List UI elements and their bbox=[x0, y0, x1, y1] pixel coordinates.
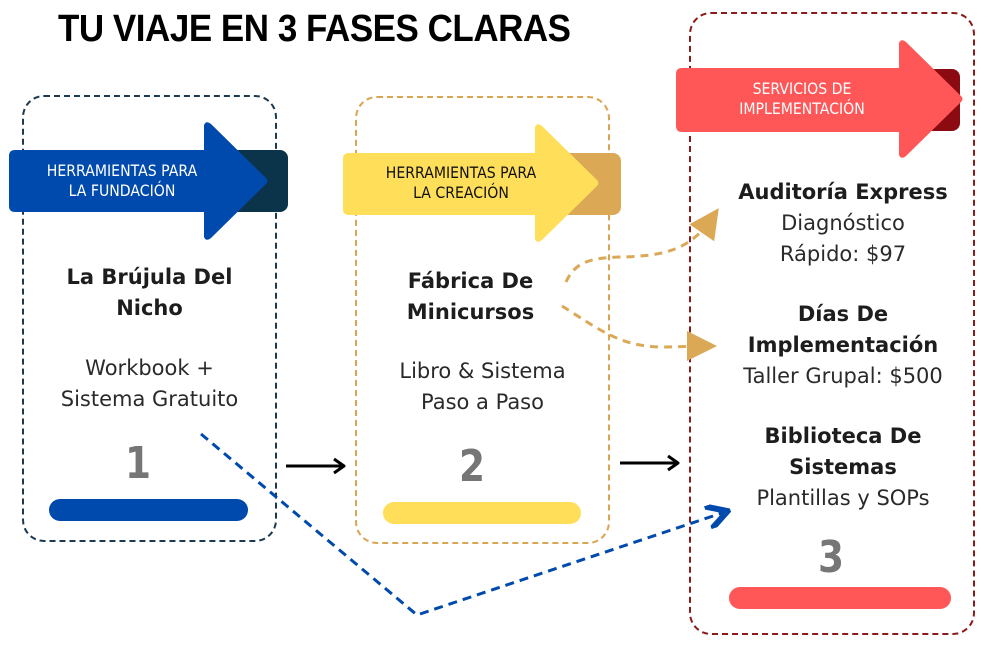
service-biblioteca-de-sistemas: Biblioteca De Sistemas Plantillas y SOPs bbox=[703, 421, 983, 514]
service-name-line-1: Días De bbox=[797, 302, 889, 326]
service-description: Taller Grupal: $500 bbox=[743, 364, 943, 388]
banner-line-2: IMPLEMENTACIÓN bbox=[739, 99, 865, 118]
flow-arrow-1-to-2 bbox=[286, 457, 346, 475]
service-description-line-2: Rápido: $97 bbox=[779, 242, 907, 266]
phase-3-color-bar bbox=[729, 587, 951, 609]
service-name-line-2: Sistemas bbox=[789, 455, 897, 479]
service-auditoria-express: Auditoría Express Diagnóstico Rápido: $9… bbox=[703, 177, 983, 270]
phase-2-banner: HERRAMIENTAS PARA LA CREACIÓN bbox=[343, 122, 623, 244]
banner-line-1: HERRAMIENTAS PARA bbox=[46, 161, 198, 180]
description-line-1: Libro & Sistema bbox=[399, 359, 566, 383]
page-title: TU VIAJE EN 3 FASES CLARAS bbox=[58, 8, 571, 50]
banner-line-2: LA CREACIÓN bbox=[413, 183, 509, 202]
phase-1-number: 1 bbox=[124, 438, 152, 489]
banner-line-1: HERRAMIENTAS PARA bbox=[385, 163, 537, 182]
phase-1-description: Workbook + Sistema Gratuito bbox=[22, 353, 277, 415]
phase-3-number: 3 bbox=[817, 532, 845, 583]
phase-1-color-bar bbox=[49, 499, 248, 521]
product-name-line-2: Minicursos bbox=[406, 300, 535, 324]
banner-line-2: LA FUNDACIÓN bbox=[68, 181, 176, 200]
product-name-line-1: Fábrica De bbox=[407, 269, 534, 293]
service-name-line-1: Biblioteca De bbox=[764, 424, 922, 448]
phase-2-color-bar bbox=[383, 502, 581, 524]
service-name-line-2: Implementación bbox=[747, 333, 939, 357]
service-dias-de-implementacion: Días De Implementación Taller Grupal: $5… bbox=[703, 299, 983, 392]
product-name-line-2: Nicho bbox=[116, 296, 183, 320]
description-line-2: Paso a Paso bbox=[421, 390, 544, 414]
service-name: Auditoría Express bbox=[738, 180, 948, 204]
phase-1-banner: HERRAMIENTAS PARA LA FUNDACIÓN bbox=[9, 120, 289, 242]
flow-arrow-2-to-3 bbox=[620, 454, 680, 472]
service-description-line-1: Diagnóstico bbox=[781, 211, 905, 235]
banner-arrow-icon bbox=[9, 122, 288, 240]
banner-line-1: SERVICIOS DE bbox=[752, 79, 852, 98]
phase-1-product-name: La Brújula Del Nicho bbox=[22, 262, 277, 324]
description-line-1: Workbook + bbox=[85, 356, 214, 380]
phase-2-product-name: Fábrica De Minicursos bbox=[343, 266, 598, 328]
phase-3-banner: SERVICIOS DE IMPLEMENTACIÓN bbox=[676, 38, 966, 162]
phase-2-number: 2 bbox=[458, 441, 486, 492]
banner-arrow-icon bbox=[676, 40, 963, 158]
product-name-line-1: La Brújula Del bbox=[66, 265, 233, 289]
phase-2-description: Libro & Sistema Paso a Paso bbox=[355, 356, 610, 418]
service-description: Plantillas y SOPs bbox=[756, 486, 930, 510]
phase-1-card bbox=[22, 95, 277, 542]
description-line-2: Sistema Gratuito bbox=[60, 387, 239, 411]
banner-arrow-icon bbox=[343, 124, 621, 242]
